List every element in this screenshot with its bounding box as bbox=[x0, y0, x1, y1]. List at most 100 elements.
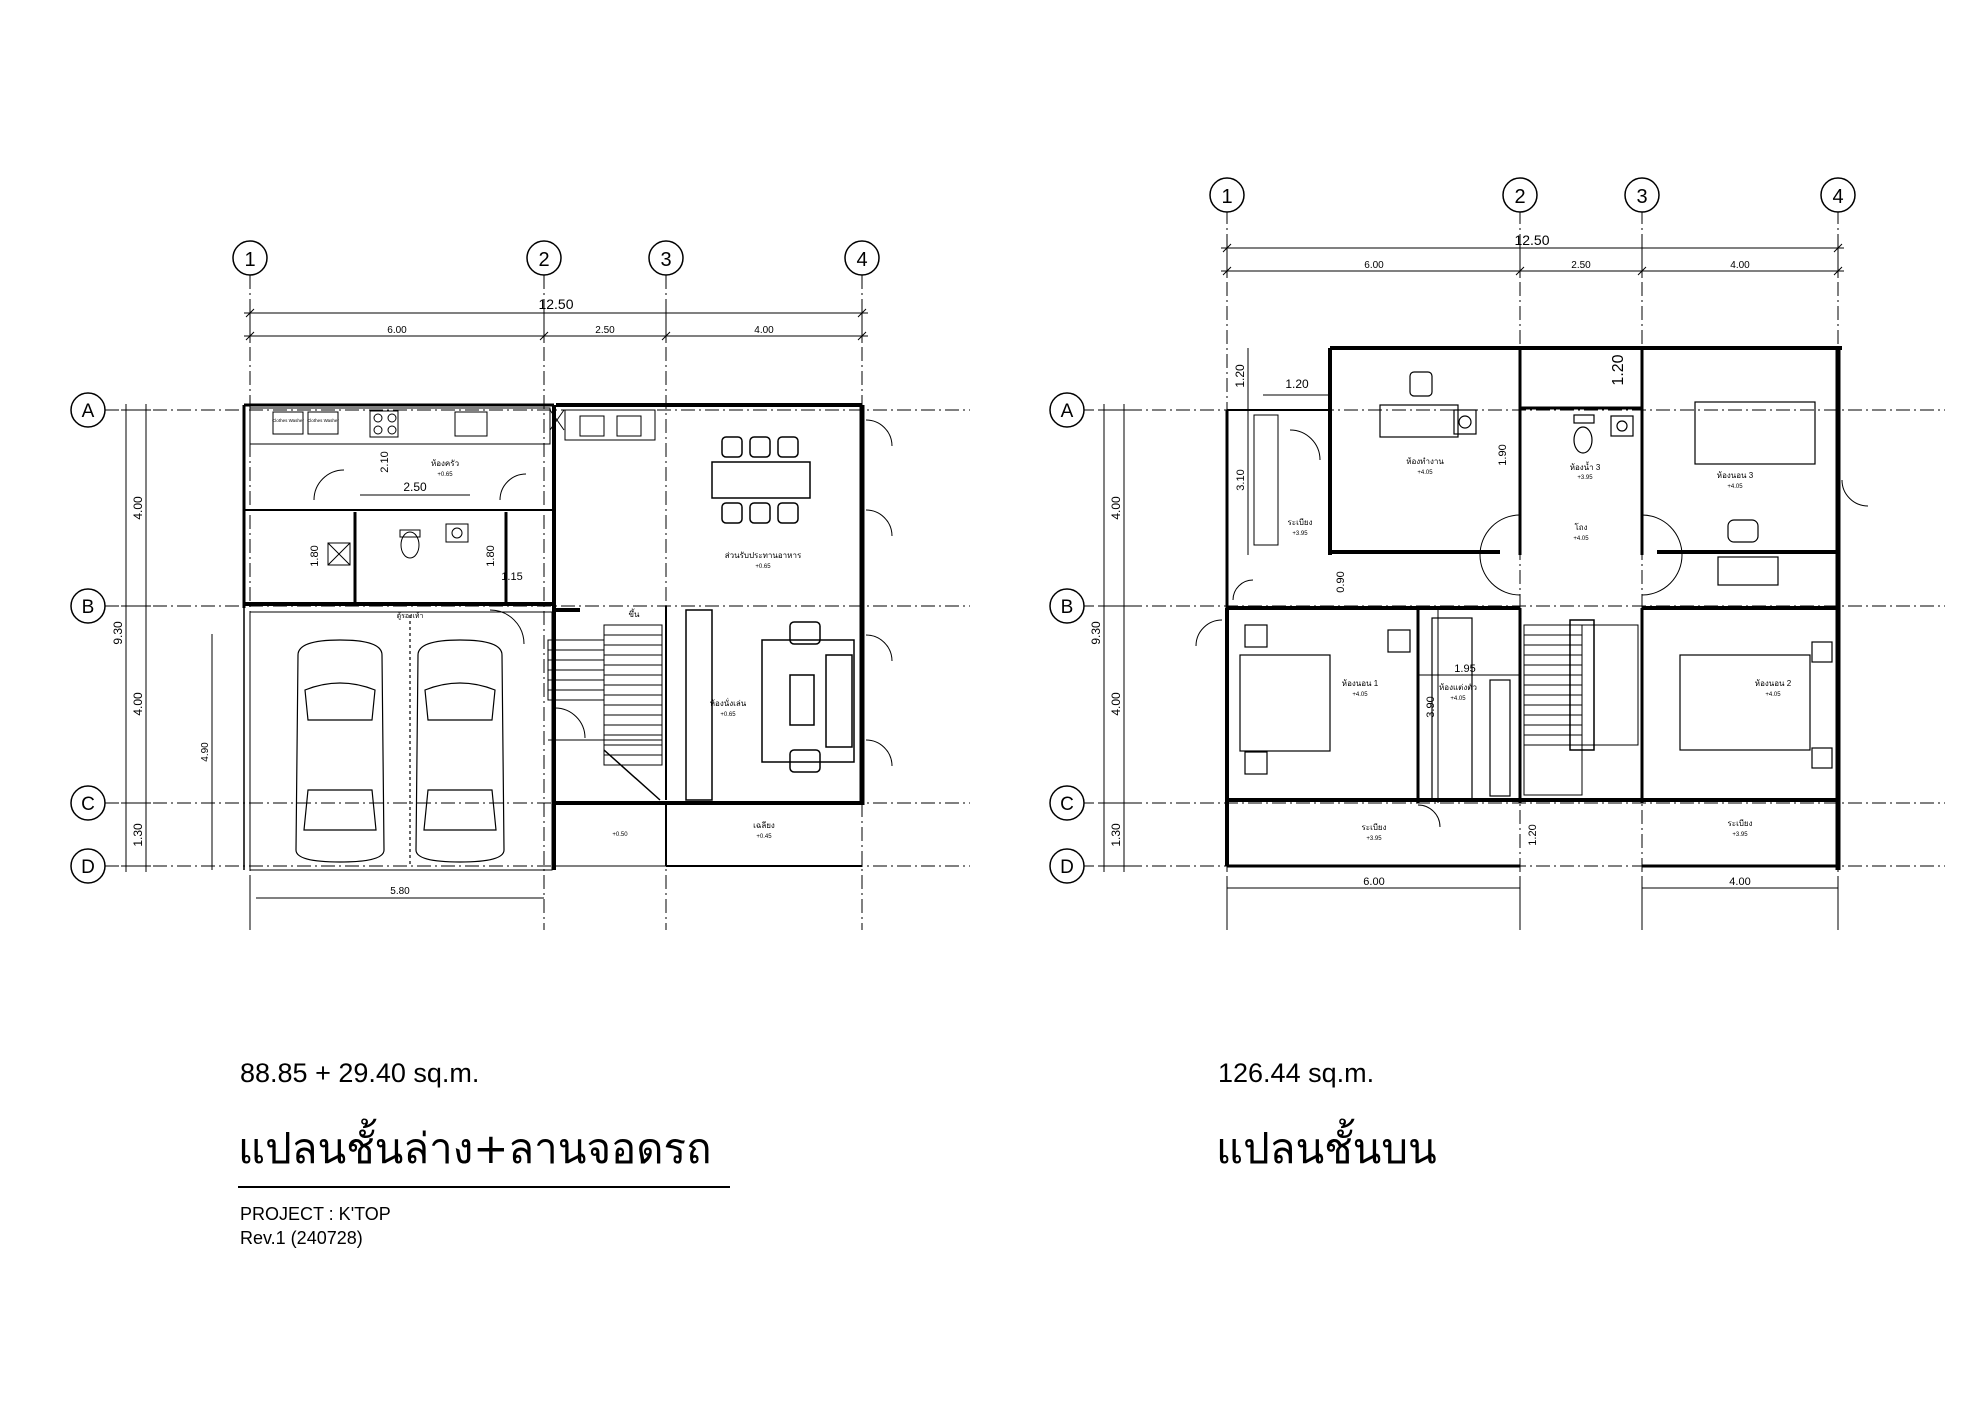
inner-dimension: 5.80 bbox=[390, 886, 410, 897]
inner-dimension: 1.20 bbox=[1285, 377, 1309, 391]
inner-dimension: 4.90 bbox=[200, 742, 211, 762]
inner-dimension: 1.80 bbox=[485, 545, 497, 566]
inner-dimension: 2.50 bbox=[403, 480, 427, 494]
room-level: +4.05 bbox=[1417, 470, 1433, 476]
grid-bubbles-numbers: 1 2 3 4 bbox=[232, 240, 880, 276]
room-name: ส่วนรับประทานอาหาร bbox=[725, 551, 802, 560]
left-dimensions bbox=[1099, 404, 1129, 872]
ground-stairs bbox=[547, 624, 663, 801]
grid-bubbles-numbers: 1 2 3 4 bbox=[1209, 177, 1856, 213]
room-level: +0.45 bbox=[756, 834, 772, 840]
upper-floor-plan: 1 2 3 4 A B C D 12.50 6.00 2.50 4.00 bbox=[1049, 177, 1945, 1173]
inner-dimension: 0.90 bbox=[1335, 571, 1347, 592]
inner-dimension-lines bbox=[211, 494, 544, 930]
top-dimensions bbox=[1221, 243, 1844, 276]
upper-area-caption: 126.44 sq.m. bbox=[1218, 1058, 1374, 1088]
kitchen-fixtures bbox=[249, 407, 656, 445]
room-level: +4.05 bbox=[1727, 484, 1743, 490]
appliance-label: Clothes Washer bbox=[272, 418, 304, 423]
grid-bubble-label: 3 bbox=[660, 249, 671, 271]
span-dimension: 2.50 bbox=[1571, 260, 1591, 271]
living-room-set bbox=[685, 609, 855, 801]
grid-bubble-label: 1 bbox=[244, 249, 255, 271]
stair-up-label: ขึ้น bbox=[629, 608, 640, 619]
walls bbox=[242, 403, 865, 870]
overall-width-dimension: 12.50 bbox=[1514, 232, 1549, 248]
room-name: ห้องน้ำ 3 bbox=[1570, 461, 1601, 472]
grid-bubble-label: C bbox=[81, 794, 95, 815]
vertical-span-dimension: 4.00 bbox=[1109, 692, 1123, 716]
grid-lines bbox=[1080, 210, 1945, 930]
bottom-dimension: 6.00 bbox=[1363, 876, 1384, 888]
grid-bubble-label: 4 bbox=[1832, 186, 1843, 208]
room-name: ห้องครัว bbox=[431, 459, 459, 468]
vertical-total-dimension: 9.30 bbox=[1089, 621, 1103, 645]
span-dimension: 2.50 bbox=[595, 325, 615, 336]
door-swings bbox=[313, 419, 893, 767]
shoe-cabinet-label: ตู้รองเท้า bbox=[397, 612, 424, 620]
appliance-label: Clothes Washer bbox=[307, 418, 339, 423]
ground-floor-plan: 1 2 3 4 A B C D 12.50 6.00 2.50 4. bbox=[70, 240, 970, 1248]
revision-label: Rev.1 (240728) bbox=[240, 1228, 363, 1248]
room-level: +3.95 bbox=[1292, 531, 1308, 537]
walls bbox=[1225, 346, 1842, 870]
grid-bubble-label: C bbox=[1060, 794, 1074, 815]
room-level: +3.95 bbox=[1732, 832, 1748, 838]
vertical-span-dimension: 4.00 bbox=[1109, 496, 1123, 520]
grid-bubble-label: A bbox=[82, 401, 95, 422]
inner-dimension: 3.90 bbox=[1425, 696, 1437, 717]
span-dimension: 4.00 bbox=[1730, 260, 1750, 271]
inner-dimension-lines bbox=[1226, 348, 1839, 930]
room-level: +3.95 bbox=[1366, 836, 1382, 842]
span-dimension: 6.00 bbox=[1364, 260, 1384, 271]
upper-plan-title: แปลนชั้นบน bbox=[1216, 1118, 1437, 1173]
project-label: PROJECT : K'TOP bbox=[240, 1204, 391, 1224]
inner-dimension: 1.15 bbox=[501, 571, 522, 583]
vertical-span-dimension: 1.30 bbox=[1109, 823, 1123, 847]
upper-furniture bbox=[1239, 371, 1833, 801]
vertical-span-dimension: 4.00 bbox=[131, 692, 145, 716]
inner-dimension: 3.10 bbox=[1235, 469, 1247, 490]
room-level: +0.65 bbox=[437, 472, 453, 478]
room-name: ระเบียง bbox=[1288, 518, 1313, 527]
inner-dimension: 2.10 bbox=[379, 451, 391, 472]
grid-bubble-label: 3 bbox=[1636, 186, 1647, 208]
grid-bubble-label: 4 bbox=[856, 249, 867, 271]
span-dimension: 6.00 bbox=[387, 325, 407, 336]
bottom-dimension: 4.00 bbox=[1729, 876, 1750, 888]
vertical-total-dimension: 9.30 bbox=[111, 621, 125, 645]
dining-table bbox=[711, 436, 811, 524]
room-name: โถง bbox=[1574, 522, 1587, 532]
inner-dimension: 1.80 bbox=[309, 545, 321, 566]
grid-bubbles-letters: A B C D bbox=[1049, 392, 1085, 884]
span-dimension: 4.00 bbox=[754, 325, 774, 336]
room-level: +4.05 bbox=[1765, 692, 1781, 698]
room-name: ห้องนอน 1 bbox=[1342, 679, 1379, 688]
ground-plan-title: แปลนชั้นล่าง+ลานจอดรถ bbox=[238, 1118, 712, 1173]
inner-dimension: 1.90 bbox=[1497, 444, 1509, 465]
vertical-span-dimension: 1.30 bbox=[131, 823, 145, 847]
ground-area-caption: 88.85 + 29.40 sq.m. bbox=[240, 1058, 479, 1088]
room-level: +4.05 bbox=[1450, 696, 1466, 702]
grid-bubble-label: 1 bbox=[1221, 186, 1232, 208]
vertical-span-dimension: 4.00 bbox=[131, 496, 145, 520]
bathroom-fixtures bbox=[327, 523, 469, 566]
top-dimensions bbox=[244, 308, 868, 341]
room-level: +0.65 bbox=[720, 712, 736, 718]
room-level: +4.05 bbox=[1352, 692, 1368, 698]
inner-dimension: 1.20 bbox=[1610, 354, 1627, 385]
grid-bubble-label: D bbox=[1060, 857, 1074, 878]
room-name: เฉลียง bbox=[753, 821, 775, 830]
room-name: ห้องนอน 3 bbox=[1717, 471, 1754, 480]
grid-bubbles-letters: A B C D bbox=[70, 392, 106, 884]
grid-bubble-label: D bbox=[81, 857, 95, 878]
grid-bubble-label: A bbox=[1061, 401, 1074, 422]
room-name: ห้องนั่งเล่น bbox=[710, 697, 747, 708]
grid-bubble-label: 2 bbox=[1514, 186, 1525, 208]
room-name: ห้องแต่งตัว bbox=[1439, 683, 1477, 692]
upper-stairs bbox=[1523, 619, 1639, 796]
inner-dimension: 1.20 bbox=[1527, 824, 1539, 845]
room-level: +0.50 bbox=[612, 832, 628, 838]
inner-dimension: 1.95 bbox=[1454, 663, 1475, 675]
